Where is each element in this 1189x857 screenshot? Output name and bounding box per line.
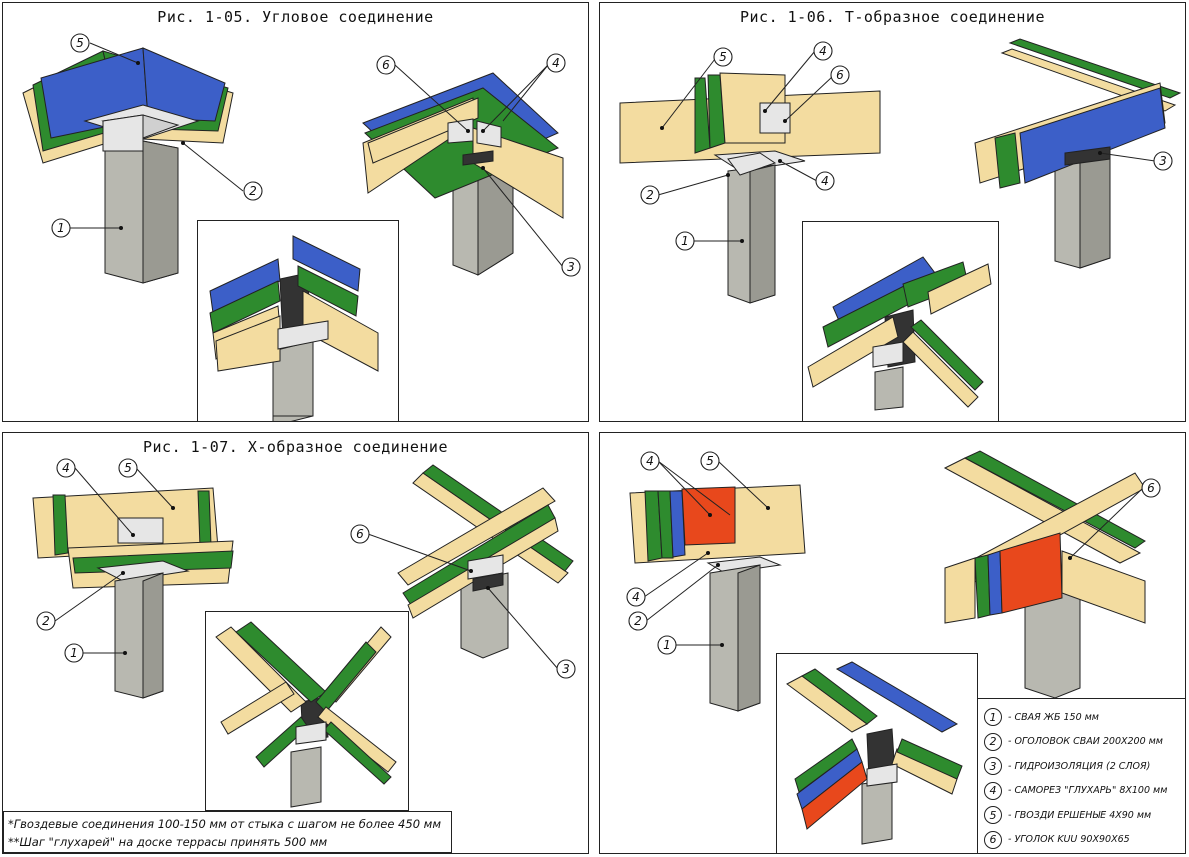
inset-corner-exploded xyxy=(197,220,399,421)
note-line: **Шаг "глухарей" на доске террасы принят… xyxy=(8,835,328,849)
callouts: 5 2 1 6 4 3 xyxy=(51,33,581,277)
x-exploded-view xyxy=(215,621,397,808)
inset-red-exploded xyxy=(776,653,978,853)
figure-title: Рис. 1-07. Х-образное соединение xyxy=(143,438,448,456)
red-assembly-right xyxy=(943,450,1146,699)
t-assembly-left xyxy=(619,72,881,304)
svg-text:4: 4 xyxy=(62,461,70,475)
legend-number: 3 xyxy=(984,757,1002,776)
t-assembly-right xyxy=(974,38,1182,269)
svg-text:3: 3 xyxy=(567,260,575,274)
legend-item: 3 - ГИДРОИЗОЛЯЦИЯ (2 СЛОЯ) xyxy=(984,754,1180,779)
figure-title: Рис. 1-05. Угловое соединение xyxy=(157,8,434,26)
t-exploded-view xyxy=(807,256,992,411)
legend-item: 2 - ОГОЛОВОК СВАИ 200Х200 мм xyxy=(984,730,1180,755)
legend-item: 4 - САМОРЕЗ "ГЛУХАРЬ" 8Х100 мм xyxy=(984,779,1180,804)
svg-text:4: 4 xyxy=(646,454,654,468)
svg-text:2: 2 xyxy=(634,614,642,628)
corner-joint-drawing: 5 2 1 6 4 3 xyxy=(22,33,581,284)
red-exploded-view xyxy=(786,661,963,845)
legend-box: 1 - СВАЯ ЖБ 150 мм 2 - ОГОЛОВОК СВАИ 200… xyxy=(977,698,1185,853)
legend-text: - УГОЛОК KUU 90Х90Х65 xyxy=(1008,834,1130,846)
legend-text: - ГИДРОИЗОЛЯЦИЯ (2 СЛОЯ) xyxy=(1008,760,1151,772)
legend-number: 1 xyxy=(984,708,1002,727)
legend-item: 1 - СВАЯ ЖБ 150 мм xyxy=(984,705,1180,730)
legend-text: - САМОРЕЗ "ГЛУХАРЬ" 8Х100 мм xyxy=(1008,785,1168,797)
callouts: 4 5 2 1 6 3 xyxy=(36,458,576,679)
legend-number: 5 xyxy=(984,806,1002,825)
svg-text:6: 6 xyxy=(382,58,390,72)
svg-text:1: 1 xyxy=(57,221,65,235)
corner-assembly-left xyxy=(22,47,234,284)
corner-exploded-view xyxy=(209,235,379,421)
legend-number: 4 xyxy=(984,781,1002,800)
svg-text:1: 1 xyxy=(663,638,671,652)
svg-text:5: 5 xyxy=(76,36,84,50)
svg-text:2: 2 xyxy=(42,614,50,628)
panel-red-board-variant: 4 5 4 2 1 6 xyxy=(599,432,1186,854)
legend-number: 6 xyxy=(984,830,1002,849)
legend-text: - ОГОЛОВОК СВАИ 200Х200 мм xyxy=(1008,736,1163,748)
svg-text:5: 5 xyxy=(124,461,132,475)
legend-text: - ГВОЗДИ ЕРШЕНЫЕ 4Х90 мм xyxy=(1008,809,1152,821)
svg-text:6: 6 xyxy=(1147,481,1155,495)
svg-text:1: 1 xyxy=(681,234,689,248)
t-joint-drawing: 5 4 6 2 4 1 3 xyxy=(619,38,1182,304)
note-line: *Гвоздевые соединения 100-150 мм от стык… xyxy=(8,817,442,831)
svg-text:5: 5 xyxy=(706,454,714,468)
legend-number: 2 xyxy=(984,732,1002,751)
callouts: 4 5 4 2 1 6 xyxy=(626,451,1161,655)
legend-item: 6 - УГОЛОК KUU 90Х90Х65 xyxy=(984,828,1180,853)
svg-text:2: 2 xyxy=(249,184,257,198)
inset-t-exploded xyxy=(802,221,999,421)
svg-text:4: 4 xyxy=(821,174,829,188)
svg-text:6: 6 xyxy=(356,527,364,541)
inset-x-exploded xyxy=(205,611,409,811)
x-joint-drawing: 4 5 2 1 6 3 xyxy=(32,458,576,699)
legend-item: 5 - ГВОЗДИ ЕРШЕНЫЕ 4Х90 мм xyxy=(984,803,1180,828)
svg-text:1: 1 xyxy=(70,646,78,660)
notes-box: *Гвоздевые соединения 100-150 мм от стык… xyxy=(3,811,452,853)
svg-text:6: 6 xyxy=(836,68,844,82)
figure-title: Рис. 1-06. Т-образное соединение xyxy=(740,8,1045,26)
panel-corner-joint: Рис. 1-05. Угловое соединение xyxy=(2,2,589,422)
x-assembly-right xyxy=(397,464,574,659)
svg-text:3: 3 xyxy=(1159,154,1167,168)
red-variant-drawing: 4 5 4 2 1 6 xyxy=(626,450,1161,712)
svg-text:3: 3 xyxy=(562,662,570,676)
legend-text: - СВАЯ ЖБ 150 мм xyxy=(1008,711,1099,723)
svg-text:2: 2 xyxy=(646,188,654,202)
panel-x-joint: Рис. 1-07. Х-образное соединение xyxy=(2,432,589,854)
panel-t-joint: Рис. 1-06. Т-образное соединение xyxy=(599,2,1186,422)
svg-text:4: 4 xyxy=(819,44,827,58)
svg-text:4: 4 xyxy=(552,56,560,70)
svg-text:4: 4 xyxy=(632,590,640,604)
corner-assembly-right xyxy=(362,72,564,276)
x-assembly-left xyxy=(32,487,234,699)
svg-text:5: 5 xyxy=(719,50,727,64)
callouts: 5 4 6 2 4 1 3 xyxy=(640,41,1173,251)
